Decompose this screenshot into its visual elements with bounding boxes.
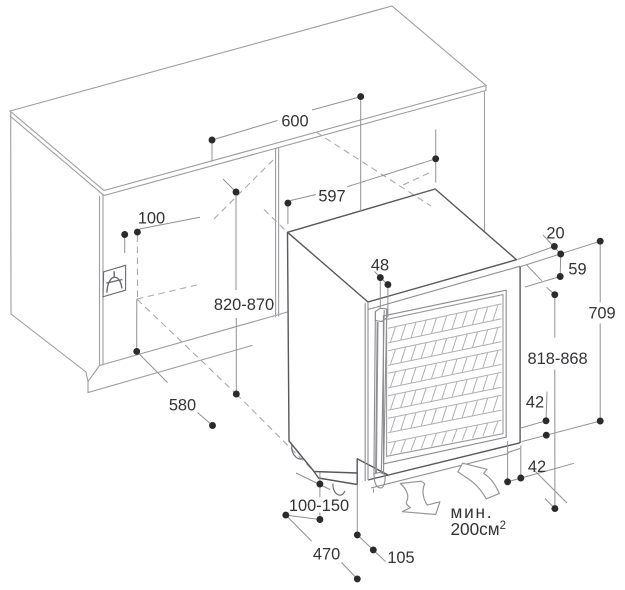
svg-text:709: 709 bbox=[588, 305, 615, 323]
svg-text:600: 600 bbox=[281, 113, 308, 131]
svg-text:100-150: 100-150 bbox=[289, 497, 349, 515]
svg-text:42: 42 bbox=[528, 458, 546, 476]
svg-text:59: 59 bbox=[568, 261, 586, 279]
svg-text:42: 42 bbox=[526, 394, 544, 412]
svg-text:597: 597 bbox=[318, 188, 345, 206]
svg-text:105: 105 bbox=[387, 549, 414, 567]
svg-text:мин.: мин. bbox=[451, 502, 494, 522]
svg-text:470: 470 bbox=[313, 546, 340, 564]
svg-text:820-870: 820-870 bbox=[214, 296, 274, 314]
svg-text:818-868: 818-868 bbox=[528, 350, 588, 368]
svg-text:20: 20 bbox=[546, 225, 564, 243]
svg-text:100: 100 bbox=[138, 210, 165, 228]
svg-text:48: 48 bbox=[371, 257, 389, 275]
svg-text:580: 580 bbox=[169, 397, 196, 415]
svg-text:200см2: 200см2 bbox=[451, 519, 507, 539]
